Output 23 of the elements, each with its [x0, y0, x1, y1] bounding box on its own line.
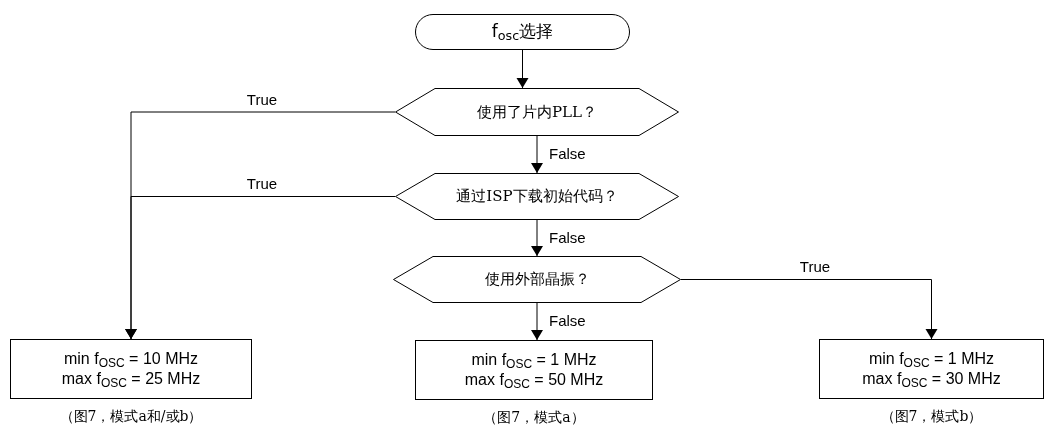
arrow	[531, 219, 543, 257]
arrow	[680, 279, 938, 340]
decision-question: 通过ISP下载初始代码？	[456, 186, 618, 208]
start-terminal	[415, 14, 630, 50]
frequency-range-text: min f$_{OSC}$ = 10 MHz	[63, 349, 198, 369]
arrow	[516, 49, 529, 89]
figure-reference-caption: （图7，模式b）	[880, 407, 983, 426]
arrow	[531, 135, 543, 174]
arrow	[125, 196, 396, 340]
decision-hexagon	[395, 88, 679, 136]
decision-hexagon	[393, 256, 681, 303]
decision-hexagon	[395, 173, 679, 220]
terminal-text: f$_{osc}$选择	[491, 20, 554, 45]
arrow	[531, 302, 543, 341]
figure-reference-caption: （图7，模式a）	[483, 408, 585, 427]
frequency-range-text: max f$_{OSC}$ = 25 MHz	[61, 369, 201, 389]
frequency-range-text: max f$_{OSC}$ = 30 MHz	[862, 369, 1001, 389]
figure-reference-caption: （图7，模式a和/或b）	[59, 407, 203, 426]
frequency-range-text: min f$_{OSC}$ = 1 MHz	[868, 349, 995, 369]
decision-question: 使用外部晶振？	[484, 269, 590, 291]
frequency-range-text: max f$_{OSC}$ = 50 MHz	[464, 370, 604, 390]
frequency-range-text: min f$_{OSC}$ = 1 MHz	[471, 350, 597, 370]
decision-question: 使用了片内PLL？	[477, 101, 597, 123]
